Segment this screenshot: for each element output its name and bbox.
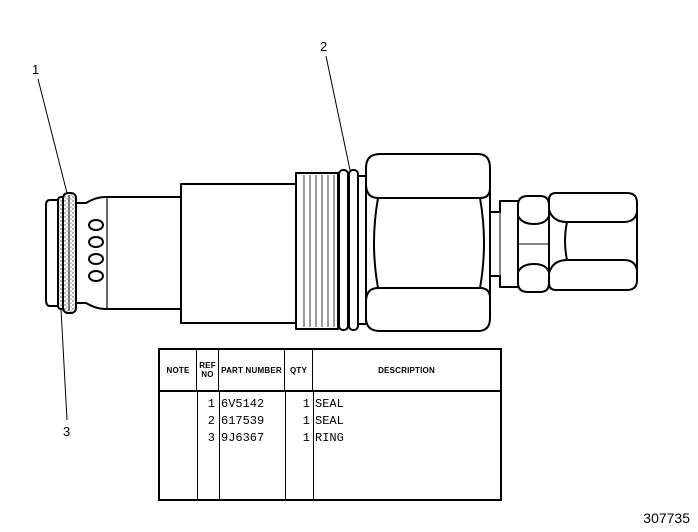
threaded-section: [295, 172, 339, 330]
column-divider: [313, 390, 314, 499]
header-divider: [160, 390, 500, 392]
figure-number: 307735: [643, 510, 690, 526]
row-ref-no: 1: [207, 397, 215, 411]
callout-3: 3: [63, 424, 71, 439]
parts-table: NOTE REF NO PART NUMBER QTY DESCRIPTION …: [158, 348, 502, 501]
row-description: SEAL: [315, 414, 344, 428]
column-divider: [219, 390, 220, 499]
row-part-number: 6V5142: [221, 397, 265, 411]
seal-part-1: [62, 192, 77, 314]
sleeve: [180, 183, 297, 324]
row-ref-no: 3: [207, 431, 215, 445]
row-qty: 1: [302, 397, 310, 411]
header-part-number: PART NUMBER: [219, 350, 285, 390]
stem-body: [76, 196, 181, 310]
small-hex-nut: [517, 195, 550, 293]
leader-lines: [37, 55, 351, 421]
row-ref-no: 2: [207, 414, 215, 428]
end-flange: [45, 199, 58, 307]
hex-nut: [365, 153, 491, 332]
header-ref-no: REF NO: [197, 350, 219, 390]
column-divider: [197, 390, 198, 499]
header-description: DESCRIPTION: [378, 365, 435, 375]
column-divider: [285, 390, 286, 499]
row-description: RING: [315, 431, 344, 445]
callout-1: 1: [32, 62, 40, 77]
end-fitting: [548, 192, 638, 291]
row-part-number: 9J6367: [221, 431, 265, 445]
row-part-number: 617539: [221, 414, 265, 428]
neck: [490, 200, 518, 288]
row-qty: 1: [302, 431, 310, 445]
header-qty: QTY: [285, 350, 313, 390]
seal-part-2: [338, 169, 367, 331]
callout-2: 2: [320, 39, 328, 54]
row-description: SEAL: [315, 397, 344, 411]
header-note: NOTE: [160, 350, 197, 390]
row-qty: 1: [302, 414, 310, 428]
